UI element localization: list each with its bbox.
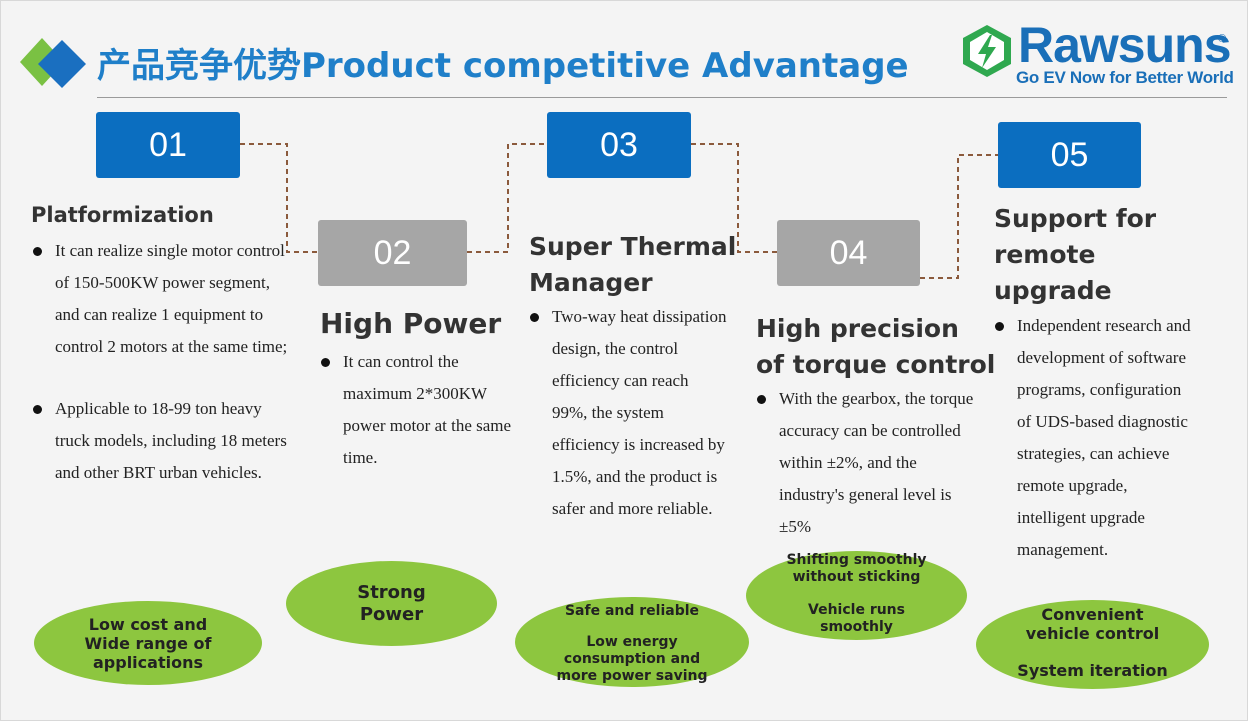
step-01-box: 01 — [96, 112, 240, 178]
tag-label: Convenient vehicle control — [1025, 605, 1160, 643]
heading-remote-upgrade: Support for remote upgrade — [994, 204, 1157, 305]
bolt-shield-icon — [963, 25, 1011, 77]
tag-oval-01: Low cost and Wide range of applications — [34, 601, 262, 685]
tag-oval-04: Shifting smoothly without sticking Vehic… — [746, 551, 967, 640]
header-divider — [97, 97, 1227, 98]
bullet-item: Applicable to 18-99 ton heavy truck mode… — [33, 393, 293, 489]
tag-label: Shifting smoothly without sticking — [786, 552, 927, 585]
tag-label: Vehicle runs smoothly — [808, 602, 905, 635]
bullet-item: It can realize single motor control of 1… — [33, 235, 293, 363]
step-04-box: 04 — [777, 220, 920, 286]
tag-oval-03: Safe and reliable Low energy consumption… — [515, 597, 749, 687]
step-02-box: 02 — [318, 220, 467, 286]
connector-03-04 — [691, 143, 777, 253]
diamond-logo-icon — [20, 38, 86, 88]
page-title: 产品竞争优势Product competitive Advantage — [97, 46, 909, 86]
tag-label: Low cost and Wide range of applications — [84, 614, 212, 672]
bullets-01: It can realize single motor control of 1… — [33, 235, 293, 489]
bullet-item: With the gearbox, the torque accuracy ca… — [757, 383, 977, 543]
connector-01-02 — [240, 143, 318, 253]
brand-name: Rawsuns — [1018, 17, 1232, 73]
brand-slogan: Go EV Now for Better World — [1016, 68, 1234, 87]
tag-label: Safe and reliable — [564, 603, 700, 619]
bullet-item: Two-way heat dissipation design, the con… — [530, 301, 728, 525]
bullets-03: Two-way heat dissipation design, the con… — [530, 301, 728, 525]
bullets-05: Independent research and development of … — [995, 310, 1195, 566]
tag-oval-02: Strong Power — [286, 561, 497, 646]
step-03-box: 03 — [547, 112, 691, 178]
tag-label: System iteration — [1017, 661, 1168, 680]
connector-02-03 — [467, 143, 547, 253]
tag-label: Strong Power — [357, 581, 426, 625]
tag-oval-05: Convenient vehicle control System iterat… — [976, 600, 1209, 689]
connector-04-05 — [920, 154, 998, 279]
bullet-item: It can control the maximum 2*300KW power… — [321, 346, 513, 474]
heading-torque-control: High precision of torque control — [756, 314, 996, 379]
step-05-box: 05 — [998, 122, 1141, 188]
bullet-item: Independent research and development of … — [995, 310, 1195, 566]
bullets-04: With the gearbox, the torque accuracy ca… — [757, 383, 977, 543]
bullets-02: It can control the maximum 2*300KW power… — [321, 346, 513, 474]
heading-platformization: Platformization — [31, 203, 214, 227]
heading-high-power: High Power — [320, 307, 502, 340]
registered-mark: ® — [1218, 33, 1227, 45]
heading-thermal-manager: Super Thermal Manager — [529, 232, 737, 297]
tag-label: Low energy consumption and more power sa… — [556, 634, 708, 684]
